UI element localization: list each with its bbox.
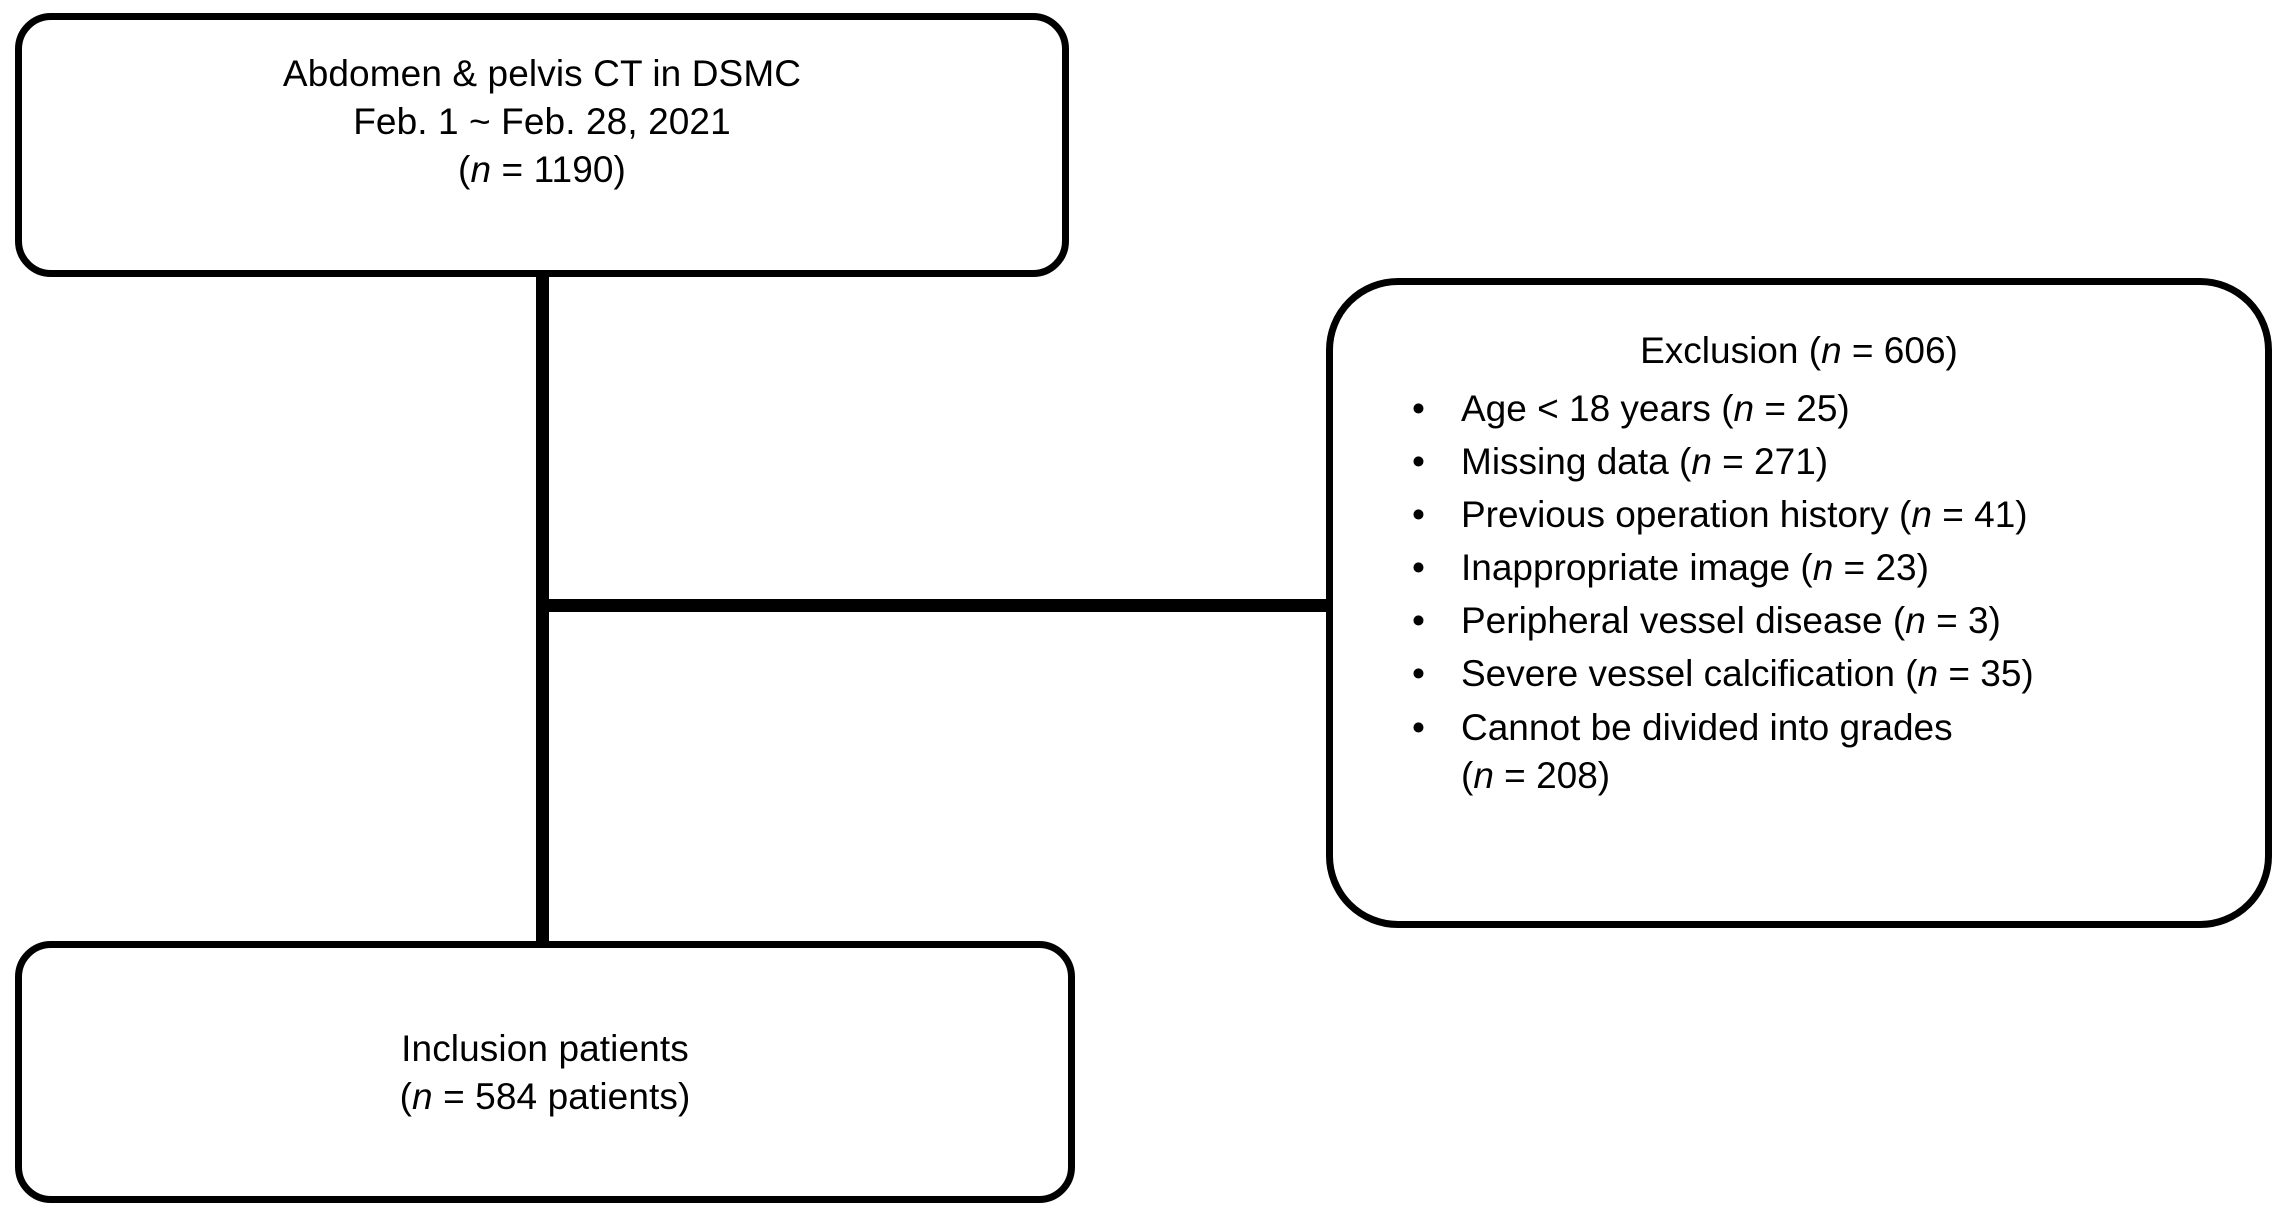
- exclusion-item-missing-data-text: Missing data (: [1461, 441, 1692, 483]
- source-population-text: Abdomen & pelvis CT in DSMC Feb. 1 ~ Feb…: [22, 50, 1062, 194]
- exclusion-item-cannot-be-divided-count: = 208): [1493, 754, 1611, 796]
- connector-source-to-exclusion: [536, 599, 1332, 612]
- inclusion-count-value: = 584 patients): [432, 1076, 691, 1118]
- exclusion-item-inappropriate-image: • Inappropriate image (n = 23): [1406, 544, 2247, 592]
- exclusion-item-severe-vessel-calcification: • Severe vessel calcification (n = 35): [1406, 650, 2247, 698]
- inclusion-count-variable: n: [412, 1076, 433, 1118]
- exclusion-item-previous-operation: • Previous operation history (n = 41): [1406, 491, 2247, 539]
- exclusion-item-cannot-be-divided-text: Cannot be divided into grades: [1461, 706, 1953, 748]
- node-inclusion: Inclusion patients (n = 584 patients): [15, 941, 1075, 1203]
- exclusion-item-previous-operation-count: = 41): [1931, 494, 2028, 536]
- inclusion-text: Inclusion patients (n = 584 patients): [22, 1025, 1068, 1121]
- exclusion-item-cannot-be-divided: •Cannot be divided into grades(n = 208): [1406, 704, 2247, 800]
- exclusion-item-severe-vessel-calcification-text: Severe vessel calcification (: [1461, 653, 1918, 695]
- exclusion-item-peripheral-vessel-disease-variable: n: [1905, 600, 1926, 642]
- exclusion-heading-variable: n: [1821, 330, 1842, 371]
- bullet-icon: •: [1412, 388, 1425, 429]
- exclusion-item-previous-operation-text: Previous operation history (: [1461, 494, 1912, 536]
- exclusion-item-inappropriate-image-count: = 23): [1833, 547, 1929, 589]
- bullet-icon: •: [1412, 653, 1425, 695]
- exclusion-item-peripheral-vessel-disease-count: = 3): [1925, 600, 2001, 642]
- bullet-icon: •: [1412, 706, 1425, 748]
- exclusion-item-age-variable: n: [1733, 388, 1755, 429]
- source-count-variable: n: [470, 149, 492, 191]
- source-line-3: (n = 1190): [22, 146, 1062, 194]
- exclusion-item-age-count: = 25): [1754, 388, 1850, 429]
- exclusion-heading: Exclusion (n = 606): [1333, 327, 2265, 375]
- node-exclusion: Exclusion (n = 606) •Age < 18 years (n =…: [1326, 278, 2272, 928]
- exclusion-reason-list: •Age < 18 years (n = 25) •Missing data (…: [1406, 385, 2247, 805]
- exclusion-item-severe-vessel-calcification-count: = 35): [1938, 653, 2034, 695]
- exclusion-item-severe-vessel-calcification-variable: n: [1917, 653, 1939, 695]
- exclusion-item-cannot-be-divided-variable: n: [1473, 754, 1494, 796]
- bullet-icon: •: [1412, 441, 1425, 483]
- exclusion-item-age: • Age < 18 years (n = 25): [1406, 385, 2247, 433]
- exclusion-item-missing-data-variable: n: [1691, 441, 1712, 483]
- exclusion-item-cannot-be-divided-paren-open: (: [1461, 754, 1474, 796]
- node-source-population: Abdomen & pelvis CT in DSMC Feb. 1 ~ Feb…: [15, 13, 1069, 277]
- source-line-1: Abdomen & pelvis CT in DSMC: [282, 53, 802, 94]
- source-count-paren-open: (: [458, 149, 471, 191]
- exclusion-item-inappropriate-image-variable: n: [1812, 547, 1834, 589]
- exclusion-heading-value: = 606): [1841, 330, 1958, 371]
- exclusion-item-missing-data: • Missing data (n = 271): [1406, 438, 2247, 486]
- exclusion-item-peripheral-vessel-disease: • Peripheral vessel disease (n = 3): [1406, 597, 2247, 645]
- exclusion-item-peripheral-vessel-disease-text: Peripheral vessel disease (: [1461, 600, 1906, 642]
- exclusion-item-missing-data-count: = 271): [1711, 441, 1829, 483]
- source-line-2: Feb. 1 ~ Feb. 28, 2021: [353, 101, 731, 143]
- exclusion-item-previous-operation-variable: n: [1911, 494, 1932, 536]
- inclusion-count-paren-open: (: [399, 1076, 413, 1118]
- bullet-icon: •: [1412, 547, 1425, 589]
- source-count-value: = 1190): [491, 149, 626, 191]
- inclusion-line-2: (n = 584 patients): [22, 1073, 1068, 1121]
- bullet-icon: •: [1412, 600, 1425, 642]
- exclusion-heading-prefix: Exclusion (: [1640, 330, 1822, 371]
- inclusion-line-1: Inclusion patients: [401, 1028, 689, 1069]
- exclusion-item-inappropriate-image-text: Inappropriate image (: [1461, 547, 1813, 589]
- bullet-icon: •: [1412, 494, 1425, 536]
- exclusion-item-age-text: Age < 18 years (: [1461, 388, 1734, 429]
- exclusion-item-cannot-be-divided-wrap: (n = 208): [1461, 752, 2247, 800]
